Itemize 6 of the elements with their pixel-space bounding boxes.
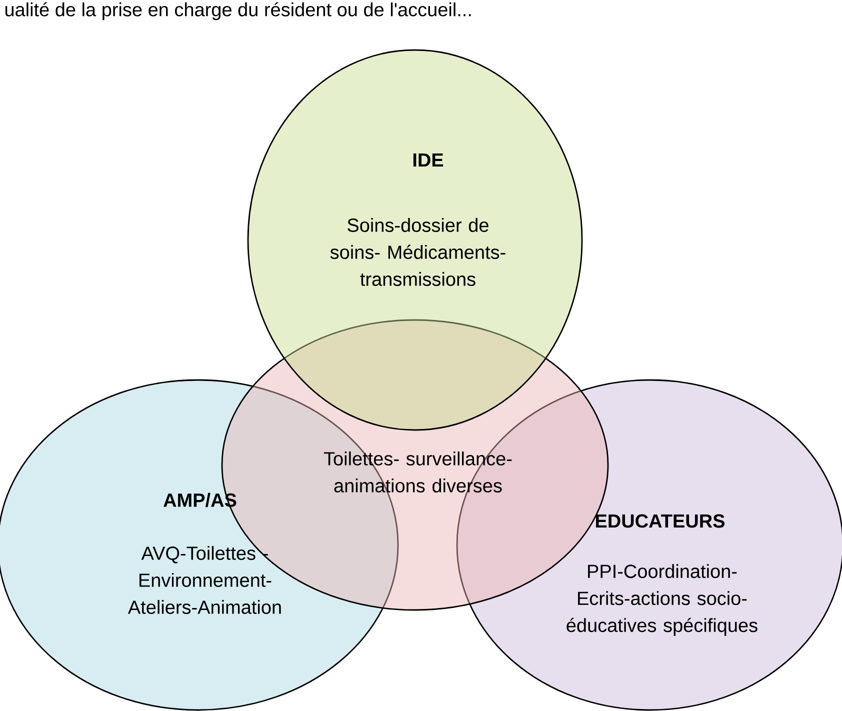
caption-text: ualité de la prise en charge du résident ou de l'accueil... (5, 2, 471, 20)
heading: IDE (413, 153, 444, 167)
body-text: Soins-dossier de soins- Médicaments- transmissions (330, 218, 506, 286)
heading: EDUCATEURS (596, 514, 724, 528)
bubble (247, 49, 583, 431)
body-text: PPI-Coordination- Ecrits-actions socio- éducatives spécifiques (566, 564, 758, 636)
